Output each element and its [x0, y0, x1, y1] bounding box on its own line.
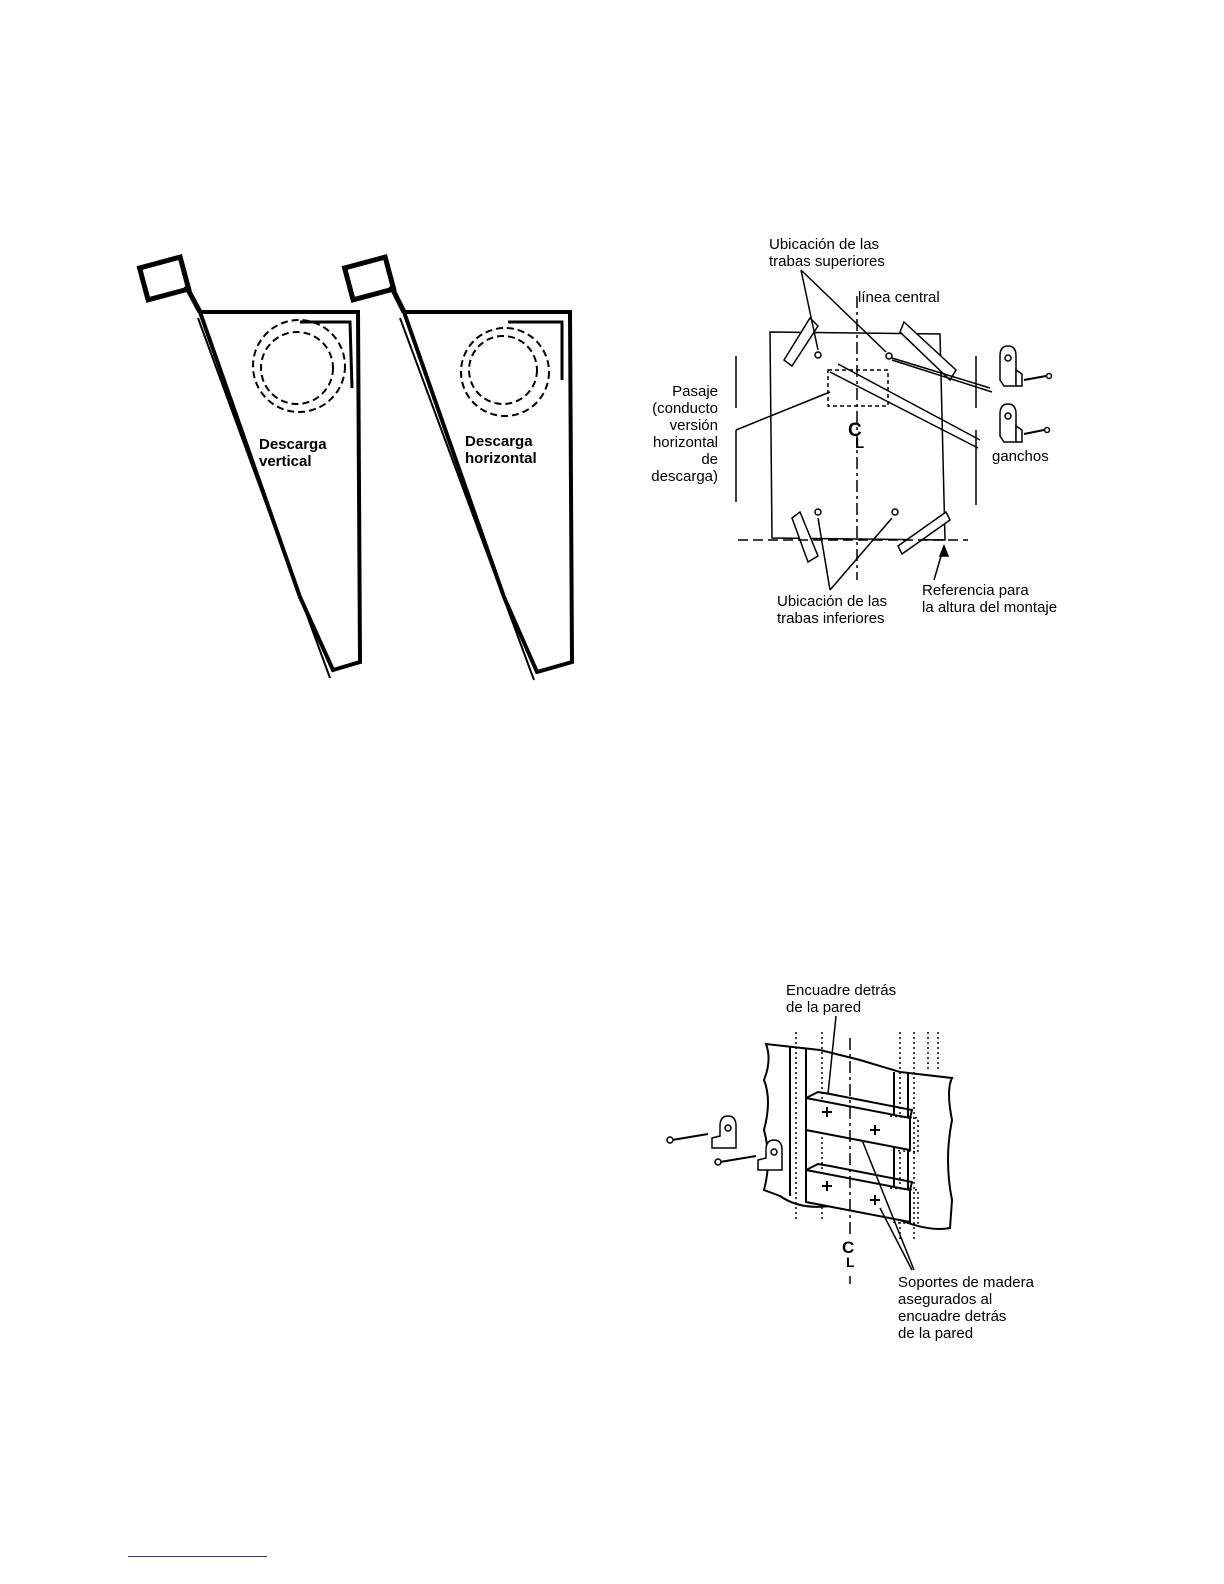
upper-latch-hole-left [814, 351, 822, 359]
hook-icon [999, 403, 1017, 443]
passage-label-line3: versión [669, 417, 718, 434]
upper-latches-label-line2: trabas superiores [769, 253, 885, 270]
wall-hook-with-screw-upper [666, 1115, 737, 1149]
hook-with-screw-lower [999, 403, 1051, 443]
supports-label-line3: encuadre detrás [898, 1308, 1007, 1325]
passage-label-line2: (conducto [652, 400, 718, 417]
vertical-top-flange [300, 320, 354, 389]
footer-rule [128, 1556, 267, 1557]
horizontal-duct-inner-circle [468, 335, 538, 405]
vertical-duct-inner-circle [260, 331, 334, 405]
passage-label-line4: horizontal [652, 434, 718, 451]
supports-leader [861, 1139, 915, 1271]
supports-label-line2: asegurados al [898, 1291, 993, 1308]
passage-label-line5: de [701, 451, 718, 468]
mount-reference-label-line1: Referencia para [922, 582, 1029, 599]
passage-label-line1: Pasaje [672, 383, 718, 400]
lower-wood-support-top [805, 1162, 914, 1191]
passage-label-line6: descarga) [651, 468, 718, 485]
hooks-label: ganchos [992, 448, 1049, 465]
hook-icon [999, 345, 1017, 387]
hook-icon [711, 1115, 737, 1149]
framing-leader [827, 1015, 837, 1095]
upper-support-marks [822, 1107, 880, 1135]
lower-latch-leader [817, 517, 893, 591]
lower-latch-hole-left [814, 508, 822, 516]
wall-centerline-symbol-l: L [846, 1254, 855, 1270]
vertical-duct-outer-circle [252, 319, 346, 413]
upper-latch-leader [800, 269, 887, 353]
supports-label-line1: Soportes de madera [898, 1274, 1034, 1291]
tape-bottom-right [897, 510, 951, 556]
passage-leader [735, 391, 831, 431]
upper-support-hidden [889, 1115, 919, 1153]
framing-label-line2: de la pared [786, 999, 862, 1016]
horizontal-body-outline [401, 310, 575, 675]
lower-support-hidden [889, 1187, 919, 1225]
screw-icon [1023, 429, 1045, 435]
horizontal-front-edge [399, 317, 535, 681]
horizontal-discharge-label-line2: horizontal [465, 450, 537, 467]
passage-outline [827, 369, 889, 407]
supports-label-line4: de la pared [898, 1325, 974, 1342]
tape-bottom-left [791, 510, 819, 564]
lower-latches-label-line1: Ubicación de las [777, 593, 888, 610]
lower-latches-label-line2: trabas inferiores [777, 610, 885, 627]
wall-centerline-symbol-c: C [842, 1238, 855, 1257]
vertical-front-edge [197, 317, 331, 679]
lower-latch-hole-right [891, 508, 899, 516]
wall-hook-with-screw-lower [714, 1139, 783, 1171]
centerline-symbol-l: L [855, 435, 865, 452]
horizontal-hanger-neck [388, 284, 407, 314]
horizontal-discharge-bracket [341, 254, 575, 681]
left-stud [789, 1046, 807, 1200]
screw-icon [1023, 375, 1047, 381]
upper-wood-support-top [805, 1090, 914, 1119]
vertical-hanger-tab [136, 254, 192, 303]
horizontal-duct-outer-circle [460, 327, 550, 417]
mount-reference-arrowhead [938, 543, 950, 557]
vertical-discharge-label-line2: vertical [259, 453, 312, 470]
hook-with-screw-upper [999, 345, 1053, 387]
hook-icon [757, 1139, 783, 1171]
paper-template [769, 331, 946, 541]
horizontal-hanger-tab [341, 254, 397, 303]
screw-icon [719, 1155, 757, 1163]
horizontal-top-flange [508, 320, 564, 380]
framing-label-line1: Encuadre detrás [786, 982, 897, 999]
screw-icon [671, 1133, 709, 1141]
mount-reference-label-line2: la altura del montaje [922, 599, 1058, 616]
tape-top-left [783, 316, 819, 368]
upper-latch-hole-right [885, 352, 893, 360]
hooks-leader [829, 357, 993, 449]
lower-support-marks [822, 1181, 880, 1205]
horizontal-discharge-label-line1: Descarga [465, 433, 533, 450]
vertical-hanger-neck [183, 284, 203, 314]
vertical-discharge-bracket [136, 254, 363, 679]
tape-top-right [899, 320, 957, 382]
lower-wood-support [805, 1168, 911, 1224]
upper-latches-label-line1: Ubicación de las [769, 236, 880, 253]
centerline-label: línea central [858, 289, 940, 306]
centerline-symbol-c: C [848, 420, 862, 441]
vertical-discharge-label-line1: Descarga [259, 436, 327, 453]
